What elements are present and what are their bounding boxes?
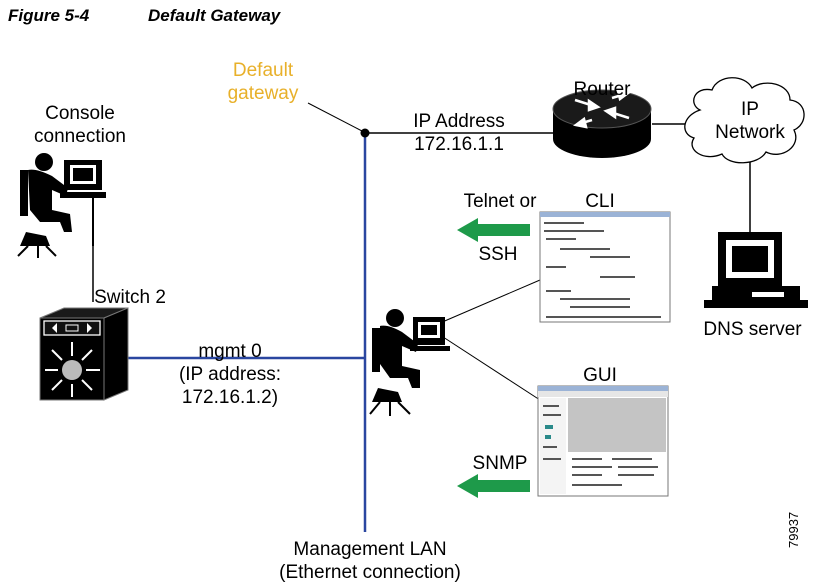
dns-server-label: DNS server xyxy=(703,319,802,340)
console-connection-label: Console connection xyxy=(15,102,145,148)
gateway-pointer xyxy=(307,102,363,132)
cli-link xyxy=(439,279,541,324)
cli-label: CLI xyxy=(585,191,615,212)
default-gateway-label: Default gateway xyxy=(208,59,318,105)
cli-window-icon xyxy=(539,211,671,323)
ip-address-label: IP Address 172.16.1.1 xyxy=(384,110,534,156)
mgmt-line-2: (IP address: xyxy=(178,364,282,385)
ip-network-line-2: Network xyxy=(715,122,785,143)
switch-icon xyxy=(39,307,129,401)
dns-server-icon xyxy=(704,232,808,308)
workstation-operator-icon xyxy=(369,309,450,416)
ip-network-cloud-icon xyxy=(684,77,805,164)
telnet-label: Telnet or xyxy=(463,191,537,212)
mgmt-line-1: mgmt 0 xyxy=(198,341,262,362)
console-operator-icon xyxy=(17,153,106,258)
telnet-ssh-arrow-icon xyxy=(457,218,530,242)
ip-address-line-1: IP Address xyxy=(413,111,505,132)
snmp-arrow-icon xyxy=(457,474,530,498)
mgmt-line-3: 172.16.1.2) xyxy=(181,387,279,408)
ip-network-line-1: IP xyxy=(741,99,759,120)
figure-id: 79937 xyxy=(786,511,801,548)
management-lan-line-2: (Ethernet connection) xyxy=(279,562,461,583)
figure-name: Default Gateway xyxy=(148,6,281,25)
management-lan-line-1: Management LAN xyxy=(293,539,447,560)
router-icon xyxy=(552,89,652,158)
gui-window-icon xyxy=(537,385,669,497)
snmp-label: SNMP xyxy=(472,453,528,474)
default-gateway-line-2: gateway xyxy=(227,83,299,104)
gui-link xyxy=(439,334,541,401)
default-gateway-line-1: Default xyxy=(232,60,294,81)
gui-label: GUI xyxy=(583,365,617,386)
management-lan-label: Management LAN (Ethernet connection) xyxy=(270,538,470,584)
gateway-dot xyxy=(360,128,370,138)
router-label: Router xyxy=(573,79,631,100)
ip-address-line-2: 172.16.1.1 xyxy=(414,134,504,155)
console-line-2: connection xyxy=(34,126,126,147)
mgmt-label: mgmt 0 (IP address: 172.16.1.2) xyxy=(155,340,305,409)
console-line-1: Console xyxy=(45,103,115,124)
ip-network-label: IP Network xyxy=(710,98,790,144)
ssh-label: SSH xyxy=(478,244,518,265)
figure-number: Figure 5-4 xyxy=(8,6,90,25)
switch-label: Switch 2 xyxy=(94,287,166,308)
